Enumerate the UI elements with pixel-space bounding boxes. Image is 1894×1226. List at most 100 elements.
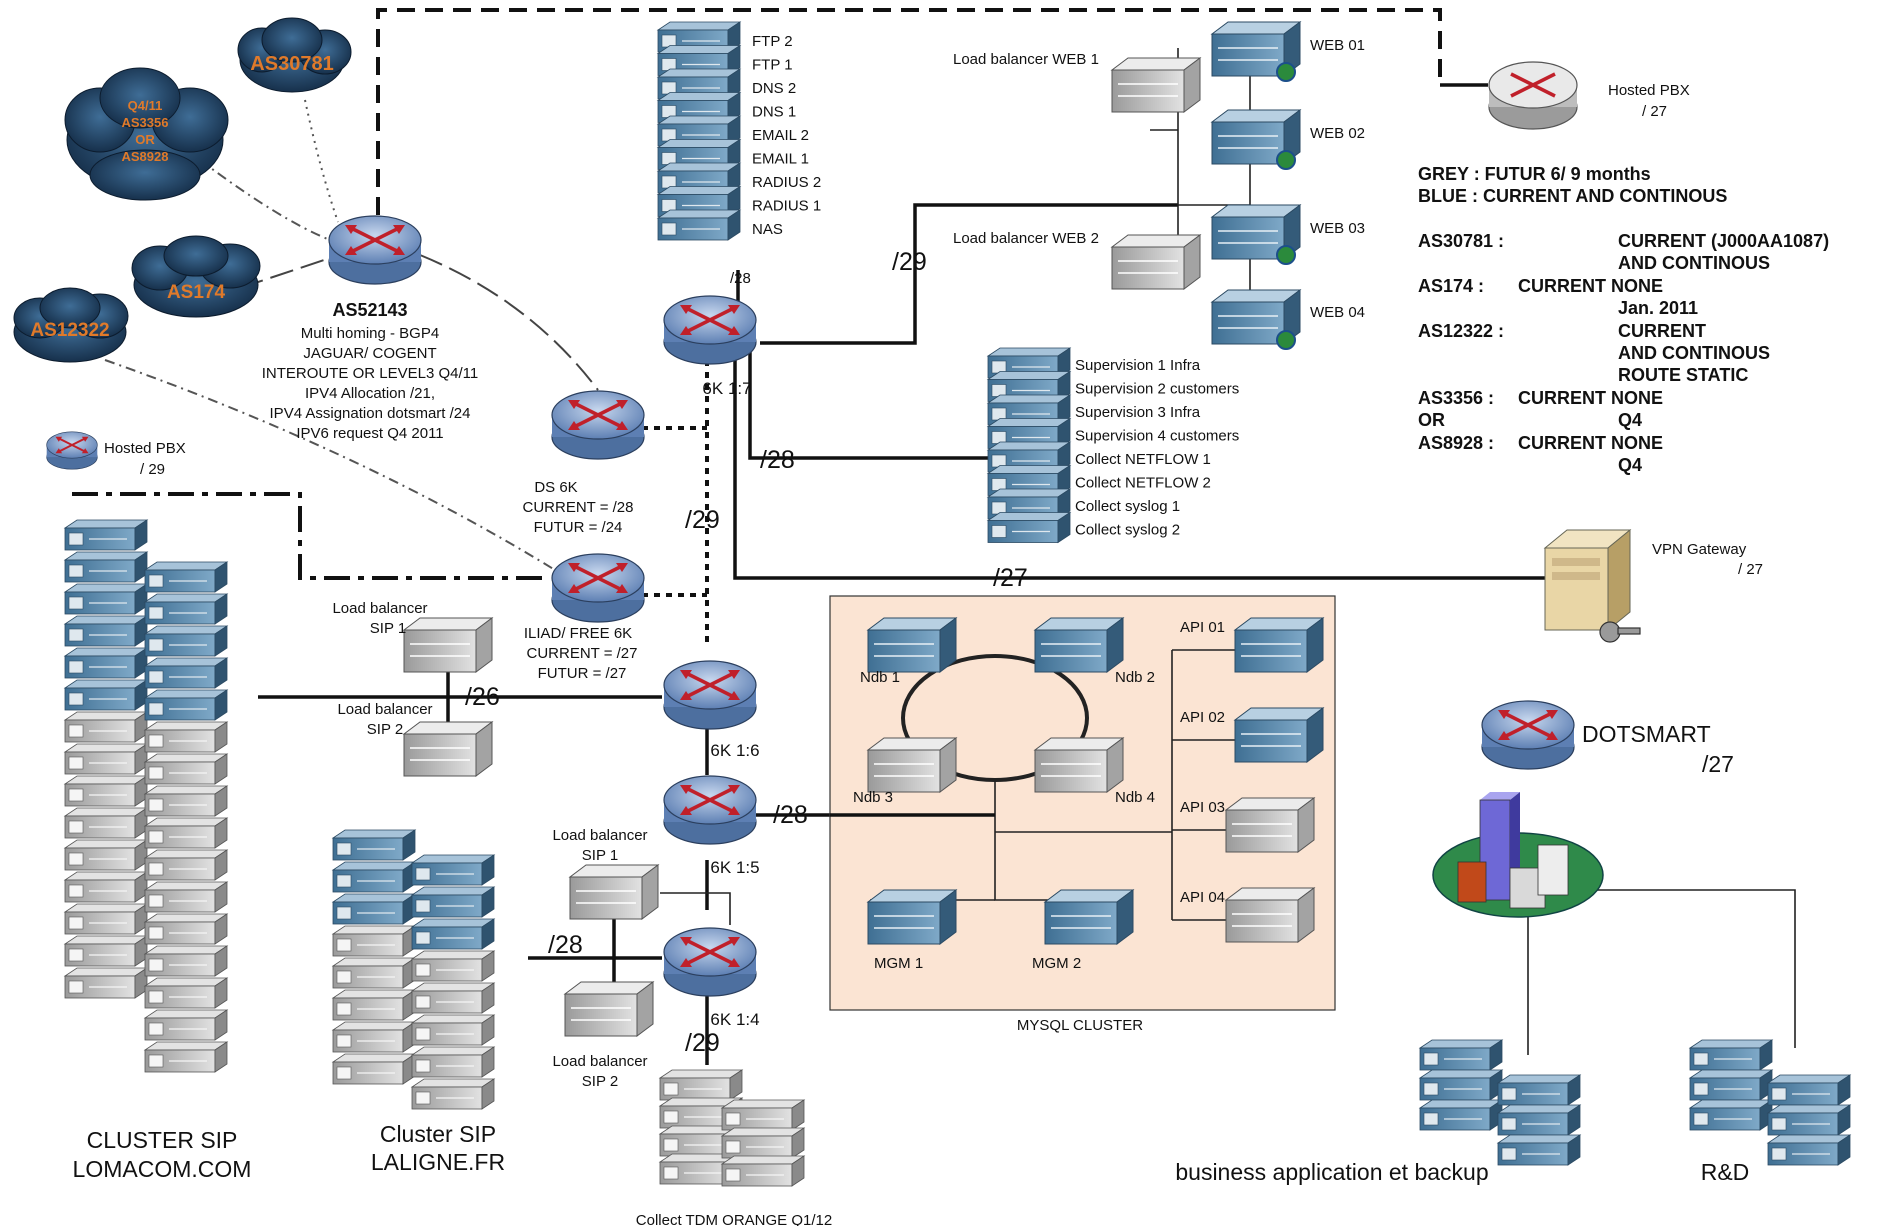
router-6k14-icon (662, 926, 758, 998)
api02-icon (1234, 707, 1324, 763)
router-6k16-label: 6K 1:6 (710, 741, 759, 760)
legend-as30781-v2: AND CONTINOUS (1618, 253, 1770, 273)
rack-unit (332, 861, 416, 893)
mgm1-label: MGM 1 (874, 955, 923, 972)
iliad-futur: FUTUR = /27 (538, 665, 627, 682)
as52143-line: IPV4 Assignation dotsmart /24 (270, 405, 471, 422)
cloud-label: AS12322 (30, 320, 109, 341)
router-6k15-icon (662, 774, 758, 846)
subnet-stack: /28 (730, 270, 751, 287)
rack-unit (64, 743, 148, 775)
supervision-label: Collect NETFLOW 2 (1075, 475, 1211, 492)
lb-sip1-bottom-label2: SIP 1 (582, 847, 618, 864)
cluster-laligne-title: Cluster SIP (380, 1121, 496, 1147)
rack-unit (144, 657, 228, 689)
subnet-core: /29 (685, 506, 720, 534)
ndb2-label: Ndb 2 (1115, 669, 1155, 686)
router-dotsmart-icon (1480, 699, 1576, 771)
rack-unit (144, 593, 228, 625)
router-6k17-icon (662, 294, 758, 366)
legend-as8928: AS8928 : (1418, 433, 1494, 453)
vpn-gateway-icon (1543, 528, 1641, 643)
rack-unit (144, 1009, 228, 1041)
subnet-laligne: /28 (548, 931, 583, 959)
rd-unit (1767, 1134, 1851, 1166)
rack-unit (64, 551, 148, 583)
as52143-line: Multi homing - BGP4 (301, 325, 439, 342)
lb-web1-icon (1111, 57, 1201, 113)
supervision-label: Collect syslog 2 (1075, 522, 1180, 539)
legend-as12322: AS12322 : (1418, 321, 1504, 341)
router-hosted-pbx-right-icon (1487, 60, 1579, 131)
legend-as174-v1: CURRENT NONE (1518, 276, 1663, 296)
stack-label: FTP 1 (752, 57, 793, 74)
business-unit (1419, 1069, 1503, 1101)
cloud-as30781: AS30781 (237, 17, 352, 93)
ds6k-futur: FUTUR = /24 (534, 519, 623, 536)
link-web (760, 203, 1178, 345)
cloud-q411: Q4/11 AS3356 OR AS8928 (64, 67, 229, 201)
legend-or-v1: Q4 (1618, 410, 1642, 430)
rd-unit (1767, 1074, 1851, 1106)
router-hosted-pbx-left-icon (45, 430, 99, 471)
cloud-as12322: AS12322 (13, 287, 129, 363)
cloud-label-line: AS8928 (122, 149, 169, 164)
globe-icon (1276, 330, 1296, 350)
rack-unit (144, 1041, 228, 1073)
rack-unit (144, 881, 228, 913)
rd-label: R&D (1701, 1159, 1750, 1185)
globe-icon (1276, 62, 1296, 82)
rack-unit (64, 647, 148, 679)
rd-servers (1689, 1039, 1851, 1166)
cluster-laligne-domain: LALIGNE.FR (371, 1149, 505, 1175)
stack-label: RADIUS 2 (752, 174, 821, 191)
legend-or: OR (1418, 410, 1445, 430)
vpn-name: VPN Gateway (1652, 541, 1747, 558)
stack-label: RADIUS 1 (752, 198, 821, 215)
router-ds6k-icon (550, 389, 646, 461)
ndb1-label: Ndb 1 (860, 669, 900, 686)
stack-unit (657, 209, 741, 241)
rack-unit (411, 1078, 495, 1110)
api04-icon (1225, 887, 1315, 943)
link-as52143-ds6k (419, 254, 599, 391)
business-unit (1419, 1039, 1503, 1071)
rd-unit (1767, 1104, 1851, 1136)
router-as52143-icon (327, 214, 423, 286)
legend-blue: BLUE : CURRENT AND CONTINOUS (1418, 186, 1727, 206)
iliad-current: CURRENT = /27 (526, 645, 637, 662)
tdm-unit (659, 1069, 743, 1101)
vpn-subnet: / 27 (1738, 561, 1763, 578)
rd-unit (1689, 1039, 1773, 1071)
rack-unit (332, 893, 416, 925)
router-6k15-label: 6K 1:5 (710, 858, 759, 877)
legend-as3356-v1: CURRENT NONE (1518, 388, 1663, 408)
legend-as12322-v3: ROUTE STATIC (1618, 365, 1748, 385)
rack-unit (411, 982, 495, 1014)
rack-unit (64, 711, 148, 743)
cluster-laligne-racks (332, 829, 495, 1110)
rack-unit (144, 913, 228, 945)
subnet-supervision: /28 (760, 446, 795, 474)
hosted-pbx-right-subnet: / 27 (1642, 103, 1667, 120)
ndb3-label: Ndb 3 (853, 789, 893, 806)
router-6k17-label: 6K 1:7 (702, 379, 751, 398)
business-unit (1419, 1099, 1503, 1131)
link-as12322 (104, 359, 556, 571)
rack-unit (144, 561, 228, 593)
supervision-label: Collect NETFLOW 1 (1075, 451, 1211, 468)
iliad-name: ILIAD/ FREE 6K (524, 625, 632, 642)
dashed-link-top (376, 8, 1442, 215)
as52143-line: IPV6 request Q4 2011 (296, 425, 443, 442)
cloud-label-line: AS3356 (122, 115, 169, 130)
lb-sip2-bottom-label2: SIP 2 (582, 1073, 618, 1090)
rack-unit (64, 871, 148, 903)
stack-label: EMAIL 1 (752, 151, 809, 168)
legend-as30781: AS30781 : (1418, 231, 1504, 251)
lb-sip1-bottom-label: Load balancer (552, 827, 647, 844)
rack-unit (144, 945, 228, 977)
api03-label: API 03 (1180, 799, 1225, 816)
